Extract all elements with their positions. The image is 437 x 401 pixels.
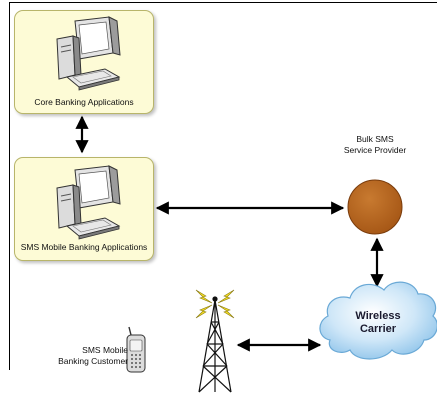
sms-banking-label: SMS Mobile Banking Applications <box>20 242 148 252</box>
bulk-sms-label: Bulk SMS Service Provider <box>330 134 420 156</box>
customer-label: SMS Mobile Banking Customer <box>46 345 128 367</box>
bulk-sms-label-line2: Service Provider <box>343 145 407 155</box>
wireless-carrier-label-line1: Wireless <box>355 310 401 322</box>
core-banking-label: Core Banking Applications <box>34 97 134 107</box>
customer-label-line2: Banking Customer <box>58 356 128 366</box>
customer-label-line1: SMS Mobile <box>82 345 128 355</box>
diagram-frame <box>9 2 437 370</box>
wireless-carrier-label-line2: Carrier <box>359 323 397 335</box>
core-banking-box: Core Banking Applications <box>14 10 154 114</box>
radio-tower-icon <box>198 296 232 393</box>
bulk-sms-label-line1: Bulk SMS <box>356 134 394 144</box>
mobile-phone-icon <box>126 326 146 373</box>
sms-banking-box: SMS Mobile Banking Applications <box>14 157 154 261</box>
cloud-icon <box>319 281 437 360</box>
desktop-computer-icon <box>56 165 121 240</box>
wireless-carrier-label: Wireless Carrier <box>343 310 413 336</box>
bulk-sms-provider-circle <box>347 179 403 235</box>
desktop-computer-icon <box>56 16 121 91</box>
signal-bolts <box>195 289 235 319</box>
